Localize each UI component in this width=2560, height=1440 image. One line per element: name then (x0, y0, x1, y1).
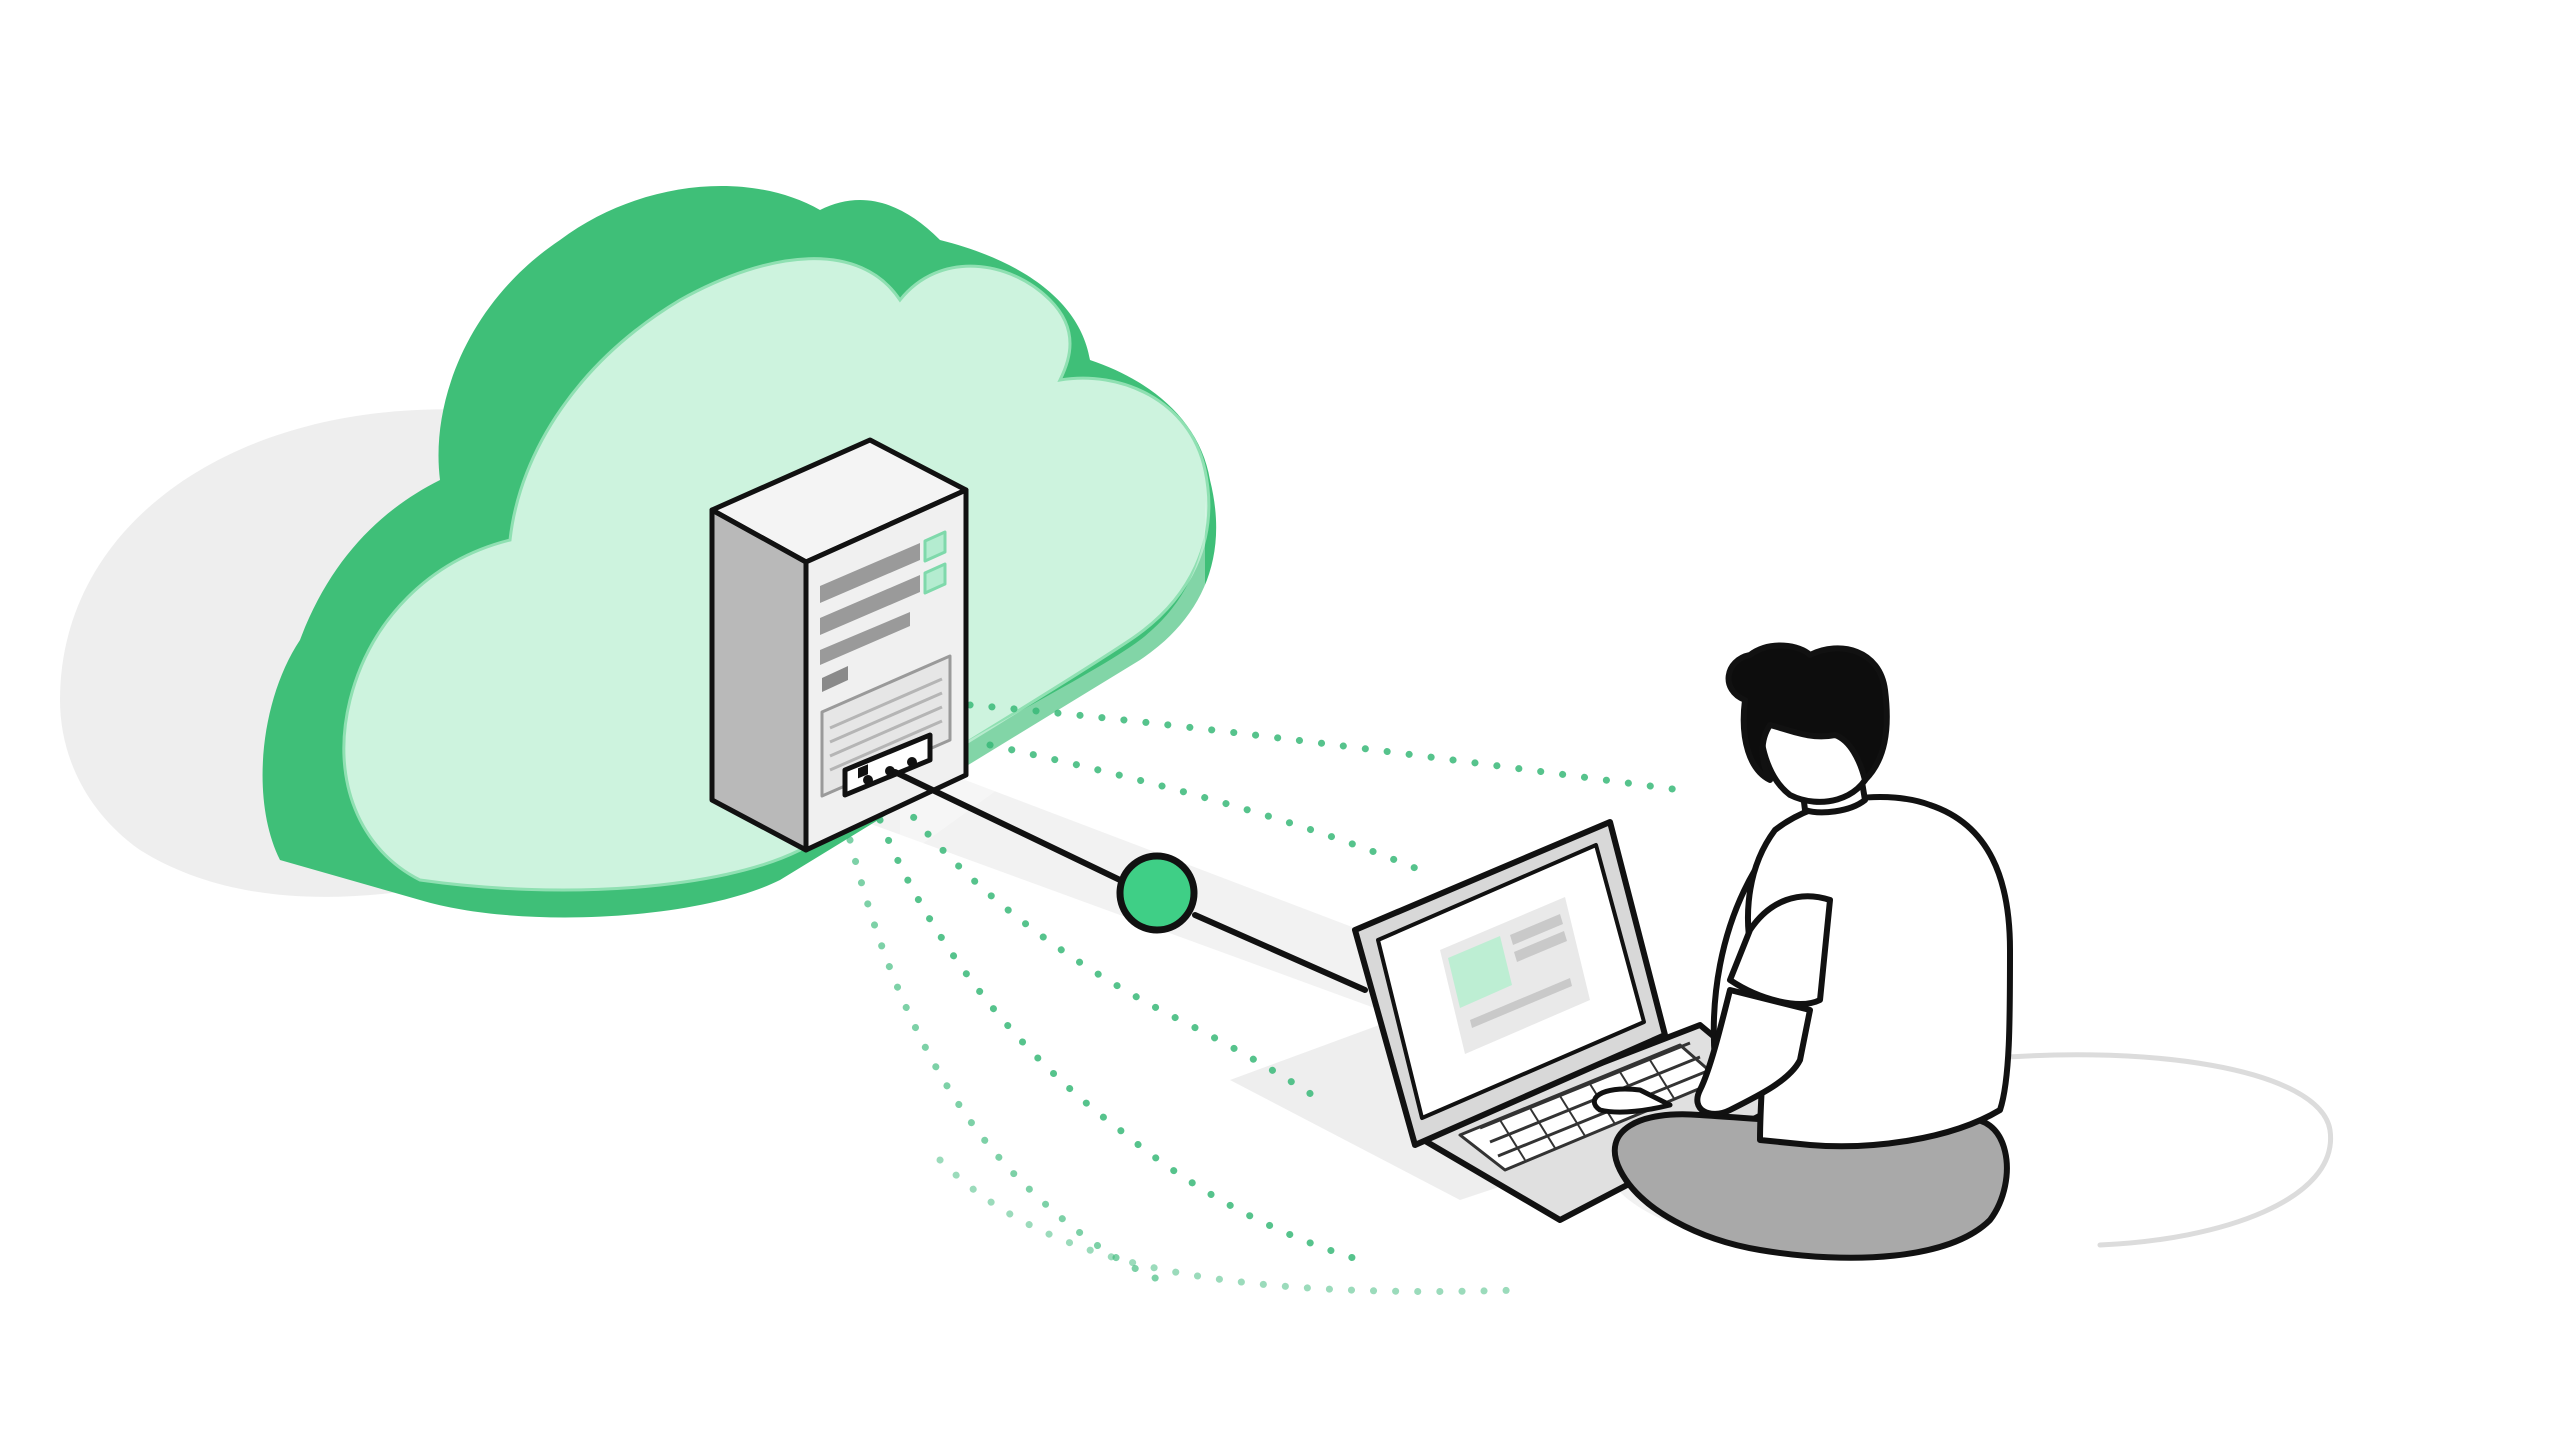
network-cable (892, 769, 1368, 993)
hair (1725, 642, 1890, 783)
pants (1611, 1111, 2010, 1261)
hands (1591, 1086, 1673, 1115)
connection-node-icon (1116, 852, 1198, 934)
person-figure (1591, 642, 2013, 1261)
laptop-icon (1352, 819, 1793, 1223)
server-tower-icon (709, 437, 969, 853)
signal-waves (846, 701, 1684, 1295)
floor-ring (1947, 1052, 2333, 1248)
